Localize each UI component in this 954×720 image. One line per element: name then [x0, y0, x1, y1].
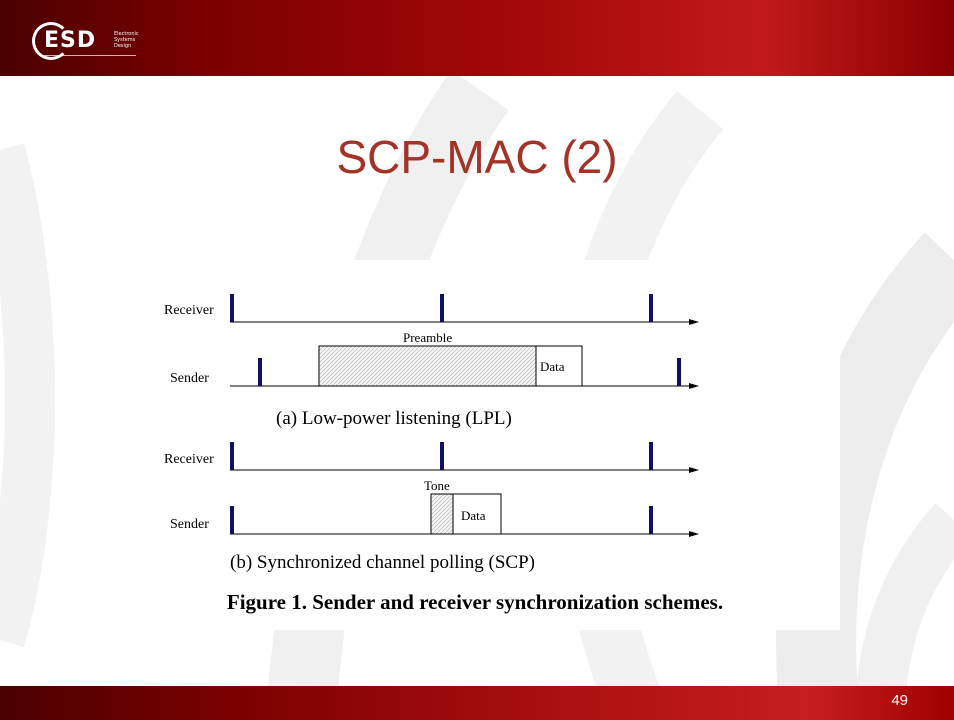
- footer-bar: [0, 686, 954, 720]
- scp-subcaption: (b) Synchronized channel polling (SCP): [230, 552, 535, 573]
- page-number: 49: [891, 692, 908, 709]
- scp-receiver-slot-marker: [230, 442, 234, 470]
- scp-receiver-slot-marker: [440, 442, 444, 470]
- scp-sender-row: Tone Data Sender: [170, 478, 699, 537]
- logo-ring-icon: [32, 22, 70, 60]
- lpl-subcaption: (a) Low-power listening (LPL): [276, 408, 512, 429]
- lpl-receiver-label: Receiver: [164, 303, 214, 318]
- page-title: SCP-MAC (2): [336, 131, 618, 183]
- scp-data-box: [452, 493, 502, 535]
- scp-sender-slot-marker: [649, 506, 653, 534]
- scp-sender-slot-marker: [230, 506, 234, 534]
- lpl-sender-row: Preamble Data Sender: [170, 330, 699, 389]
- scp-data-label: Data: [461, 508, 486, 523]
- scp-sender-label: Sender: [170, 517, 209, 532]
- logo-text: ESD: [44, 28, 97, 53]
- lpl-receiver-slot-marker: [649, 294, 653, 322]
- lpl-preamble-box: [318, 345, 537, 387]
- figure: Receiver Preamble Data Sender (a) Low-po…: [110, 260, 840, 630]
- lpl-receiver-slot-marker: [230, 294, 234, 322]
- logo-subtext: Electronic Systems Design: [114, 31, 139, 49]
- sync-scheme-diagram: Receiver Preamble Data Sender (a) Low-po…: [164, 294, 699, 573]
- lpl-data-box: [535, 345, 583, 387]
- esd-logo: ESD Electronic Systems Design: [32, 22, 144, 62]
- lpl-sender-slot-marker: [258, 358, 262, 386]
- lpl-data-label: Data: [540, 359, 565, 374]
- lpl-preamble-label: Preamble: [403, 330, 452, 345]
- logo-underline: [40, 55, 136, 56]
- lpl-receiver-row: Receiver: [164, 294, 699, 325]
- lpl-sender-label: Sender: [170, 371, 209, 386]
- scp-receiver-slot-marker: [649, 442, 653, 470]
- lpl-receiver-slot-marker: [440, 294, 444, 322]
- scp-receiver-label: Receiver: [164, 452, 214, 467]
- header-bar: [0, 0, 954, 76]
- scp-tone-box: [430, 493, 454, 535]
- scp-tone-label: Tone: [424, 478, 450, 493]
- lpl-sender-slot-marker: [677, 358, 681, 386]
- figure-caption: Figure 1. Sender and receiver synchroniz…: [226, 590, 724, 614]
- scp-receiver-row: Receiver: [164, 442, 699, 473]
